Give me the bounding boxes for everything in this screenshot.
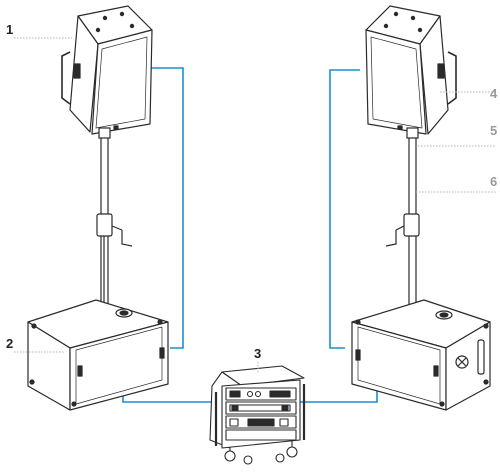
cable-left-top-speaker-to-left-sub: [150, 67, 184, 349]
amplifier-rack: [209, 365, 306, 465]
callout-leaders: [14, 37, 496, 372]
callout-label-3: 3: [254, 346, 261, 361]
callout-label-5: 5: [490, 123, 497, 138]
callout-label-6: 6: [490, 174, 497, 189]
right-top-speaker: [365, 5, 457, 135]
left-subwoofer: [27, 299, 169, 411]
callout-label-1: 1: [6, 22, 13, 37]
right-speaker-pole: [385, 127, 423, 324]
callout-label-2: 2: [6, 336, 13, 351]
right-subwoofer: [351, 299, 491, 411]
callout-label-4: 4: [490, 86, 498, 101]
left-speaker-pole: [93, 127, 133, 324]
left-top-speaker: [61, 5, 153, 135]
callout-labels: 1 2 3 4 5 6: [6, 22, 498, 361]
cable-right-top-speaker-to-right-sub: [329, 69, 360, 349]
